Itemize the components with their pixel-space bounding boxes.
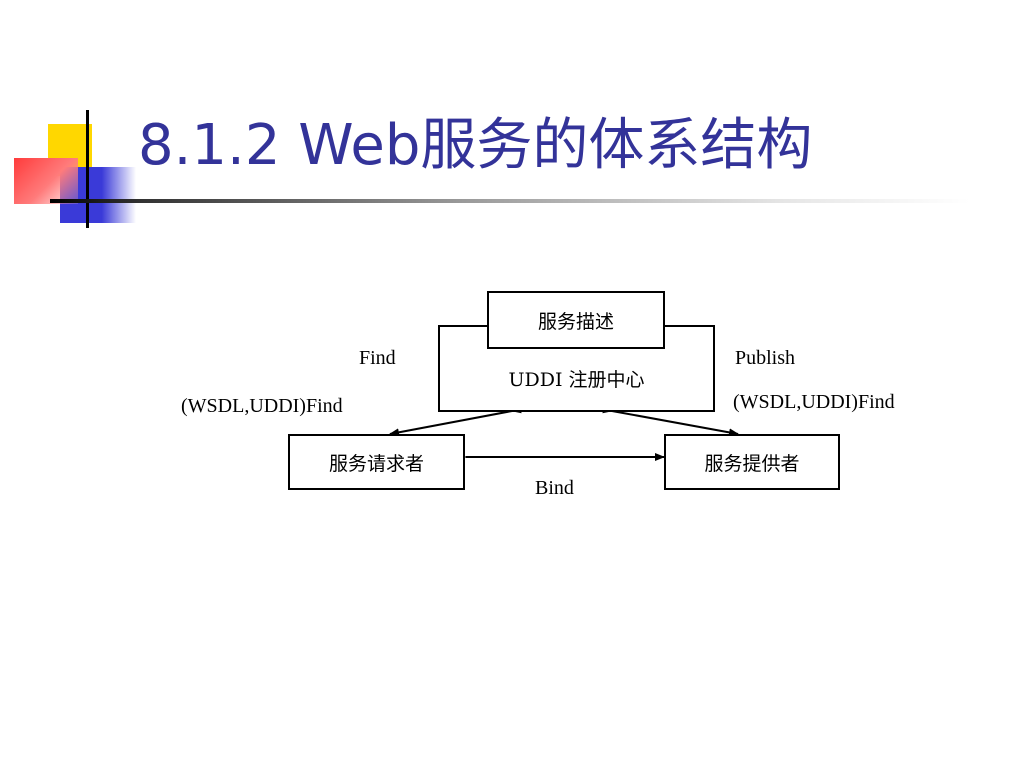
- slide-title: 8.1.2 Web服务的体系结构: [138, 113, 813, 178]
- publish-arrow: [602, 405, 739, 437]
- decorative-red-square: [14, 158, 78, 204]
- service-requester-box: 服务请求者: [288, 434, 465, 490]
- publish-label: Publish: [735, 347, 796, 369]
- service-description-box: 服务描述: [487, 291, 665, 349]
- decorative-vertical-line: [86, 110, 89, 228]
- find-label: Find: [359, 347, 396, 369]
- find-sublabel: (WSDL,UDDI)Find: [181, 395, 343, 417]
- service-provider-box: 服务提供者: [664, 434, 840, 490]
- uddi-registry-label: UDDI 注册中心: [508, 369, 645, 391]
- service-description-label: 服务描述: [537, 310, 614, 333]
- bind-label: Bind: [535, 477, 574, 499]
- title-underline: [50, 199, 970, 203]
- service-requester-label: 服务请求者: [328, 452, 424, 475]
- publish-sublabel: (WSDL,UDDI)Find: [733, 391, 895, 413]
- service-provider-label: 服务提供者: [704, 452, 800, 475]
- find-arrow: [389, 405, 522, 437]
